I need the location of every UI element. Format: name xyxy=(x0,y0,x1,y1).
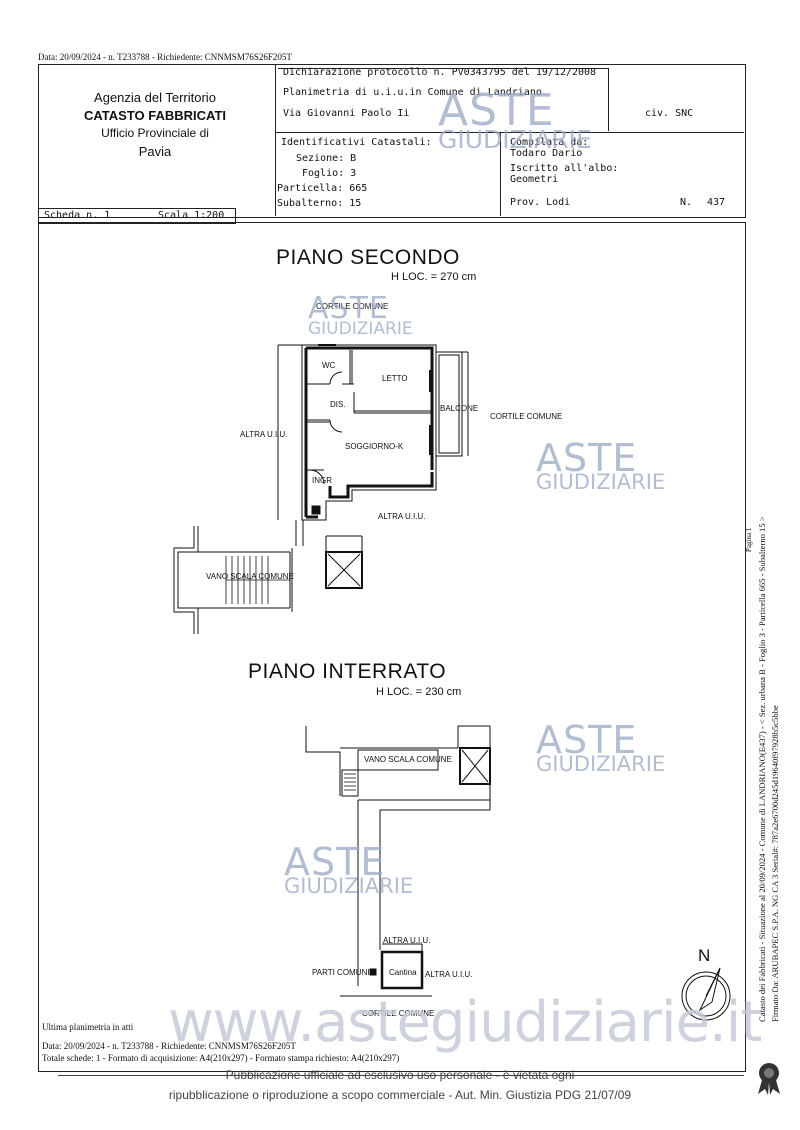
watermark-site: www.astegiudiziarie.it xyxy=(168,990,762,1055)
drawing-frame xyxy=(38,222,746,1072)
header-subalterno: Subalterno: 15 xyxy=(277,198,362,209)
header-via: Via Giovanni Paolo Ii xyxy=(283,108,410,119)
label-wc: WC xyxy=(322,361,336,370)
label-cantina: Cantina xyxy=(389,968,417,977)
label-cortile-right: CORTILE COMUNE xyxy=(490,412,563,421)
agency-line3: Ufficio Provinciale di xyxy=(101,126,209,140)
side-small: Pagina 1 xyxy=(745,527,753,552)
label-cortile-top: CORTILE COMUNE xyxy=(316,302,389,311)
piano-interrato-title: PIANO INTERRATO xyxy=(248,660,447,683)
header-n-value: 437 xyxy=(707,197,726,208)
header-box xyxy=(38,64,746,218)
header-foglio: Foglio: 3 xyxy=(302,168,357,179)
agency-line4: Pavia xyxy=(138,144,172,159)
label-dis: DIS. xyxy=(330,400,346,409)
label-vano-scala: VANO SCALA COMUNE xyxy=(206,572,294,581)
header-prov: Prov. Lodi xyxy=(510,197,571,208)
header-planimetria: Planimetria di u.i.u.in Comune di Landri… xyxy=(283,87,542,98)
header-albo: Geometri xyxy=(510,174,559,185)
outer-frame-bottom xyxy=(58,1075,744,1076)
footer-pubblicazione-1: Pubblicazione ufficiale ad esclusivo uso… xyxy=(225,1068,575,1082)
header-civ: civ. SNC xyxy=(645,108,694,119)
scala-label: Scala 1:200 xyxy=(158,210,225,221)
header-iscritto: Iscritto all'albo: xyxy=(510,163,619,174)
agency-line2: CATASTO FABBRICATI xyxy=(83,108,227,123)
side-catasto: Catasto dei Fabbricati - Situazione al 2… xyxy=(757,516,767,1022)
footer-totale: Totale schede: 1 - Formato di acquisizio… xyxy=(42,1053,400,1063)
label-letto: LETTO xyxy=(382,374,408,383)
scheda-box xyxy=(38,208,236,224)
footer-ultima: Ultima planimetria in atti xyxy=(42,1022,134,1032)
header-compilatore: Todaro Dario xyxy=(510,148,583,159)
north-arrow xyxy=(681,967,731,1021)
header-divider-h1 xyxy=(275,132,744,133)
header-dichiarazione: Dichiarazione protocollo n. PV0343795 de… xyxy=(283,67,597,78)
header-inner-box xyxy=(278,68,609,131)
label-altra-top-interrato: ALTRA U.I.U. xyxy=(383,936,431,945)
label-soggiorno: SOGGIORNO-K xyxy=(345,442,404,451)
agency-line1: Agenzia del Territorio xyxy=(94,90,216,105)
label-ingr: INGR xyxy=(312,476,332,485)
footer-pubblicazione-2: ripubblicazione o riproduzione a scopo c… xyxy=(168,1088,632,1102)
piano-secondo-title: PIANO SECONDO xyxy=(276,246,460,269)
side-firmato: Firmato Da: ARUBAPEC S.P.A. NG CA 3 Seri… xyxy=(770,705,780,1022)
footer-data: Data: 20/09/2024 - n. T233788 - Richiede… xyxy=(42,1041,296,1051)
header-compilata: Compilata da: xyxy=(510,137,589,148)
header-particella: Particella: 665 xyxy=(277,183,368,194)
header-identificativi: Identificativi Catastali: xyxy=(281,137,432,148)
label-parti-comuni: PARTI COMUNI xyxy=(312,968,370,977)
header-sezione: Sezione: B xyxy=(296,153,357,164)
piano-interrato-hloc: H LOC. = 230 cm xyxy=(376,686,462,698)
label-altra-bottom: ALTRA U.I.U. xyxy=(378,512,426,521)
piano-secondo-hloc: H LOC. = 270 cm xyxy=(391,271,477,283)
header-divider-vertical xyxy=(275,64,276,216)
header-n-label: N. xyxy=(680,197,693,208)
header-divider-v2 xyxy=(500,132,501,216)
agency-block: Agenzia del Territorio CATASTO FABBRICAT… xyxy=(60,90,250,159)
top-meta: Data: 20/09/2024 - n. T233788 - Richiede… xyxy=(38,52,292,62)
label-altra-right-interrato: ALTRA U.I.U. xyxy=(425,970,473,979)
label-balcone: BALCONE xyxy=(440,404,479,413)
seal-icon xyxy=(758,1063,780,1095)
scheda-label: Scheda n. 1 xyxy=(44,210,111,221)
label-vano-scala-interrato: VANO SCALA COMUNE xyxy=(364,755,452,764)
label-cortile-interrato: CORTILE COMUNE xyxy=(362,1009,435,1018)
apartment-walls xyxy=(304,346,434,519)
north-label: N xyxy=(698,946,711,965)
label-altra-left: ALTRA U.I.U. xyxy=(240,430,288,439)
